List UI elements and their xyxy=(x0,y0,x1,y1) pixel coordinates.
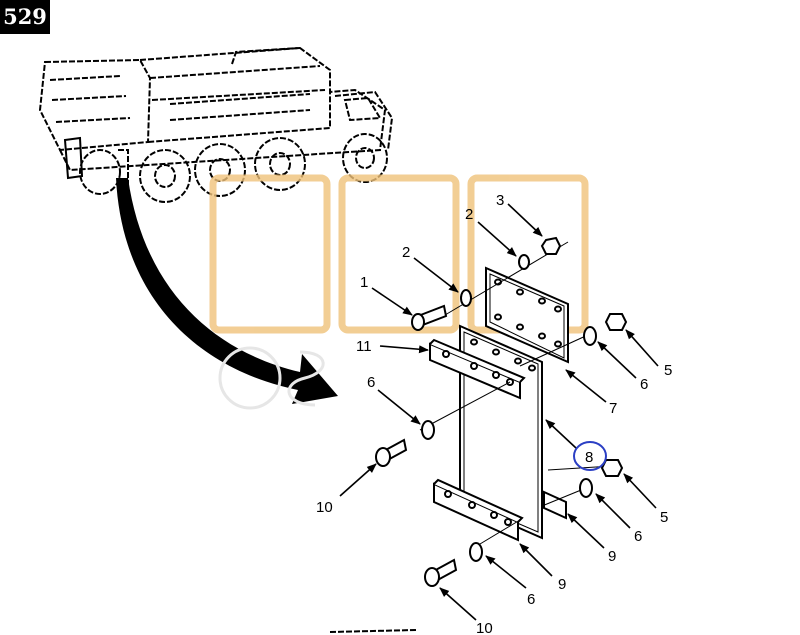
bolt xyxy=(424,558,458,587)
washer xyxy=(421,254,597,562)
dump-truck-illustration xyxy=(38,46,394,203)
bolt xyxy=(375,438,408,467)
callout-7: 7 xyxy=(609,400,617,417)
bolt xyxy=(411,304,448,331)
callout-6: 6 xyxy=(367,374,375,391)
callout-5: 5 xyxy=(660,509,668,526)
callout-6: 6 xyxy=(527,591,535,608)
upper-strip xyxy=(429,338,526,400)
callout-5: 5 xyxy=(664,362,672,379)
watermark xyxy=(209,174,589,334)
callout-highlight-circle xyxy=(573,441,607,471)
callout-9: 9 xyxy=(608,548,616,565)
callout-2: 2 xyxy=(465,206,473,223)
rear-strip xyxy=(543,490,567,520)
callout-6: 6 xyxy=(640,376,648,393)
callout-1: 1 xyxy=(360,274,368,291)
lower-strip xyxy=(433,478,524,542)
callout-8: 8 xyxy=(585,449,593,466)
nut xyxy=(540,236,628,477)
callout-2: 2 xyxy=(402,244,410,261)
callout-3: 3 xyxy=(496,192,504,209)
callout-6: 6 xyxy=(634,528,642,545)
callout-9: 9 xyxy=(558,576,566,593)
watermark-text xyxy=(218,346,325,410)
callout-10: 10 xyxy=(316,499,333,516)
callout-11: 11 xyxy=(356,338,372,355)
partial-outline xyxy=(329,629,417,633)
upper-plate xyxy=(485,266,569,364)
callout-leaders xyxy=(339,203,659,621)
figure-number: 529 xyxy=(0,0,50,34)
curved-arrow-icon xyxy=(116,178,338,404)
callout-10: 10 xyxy=(476,620,493,635)
